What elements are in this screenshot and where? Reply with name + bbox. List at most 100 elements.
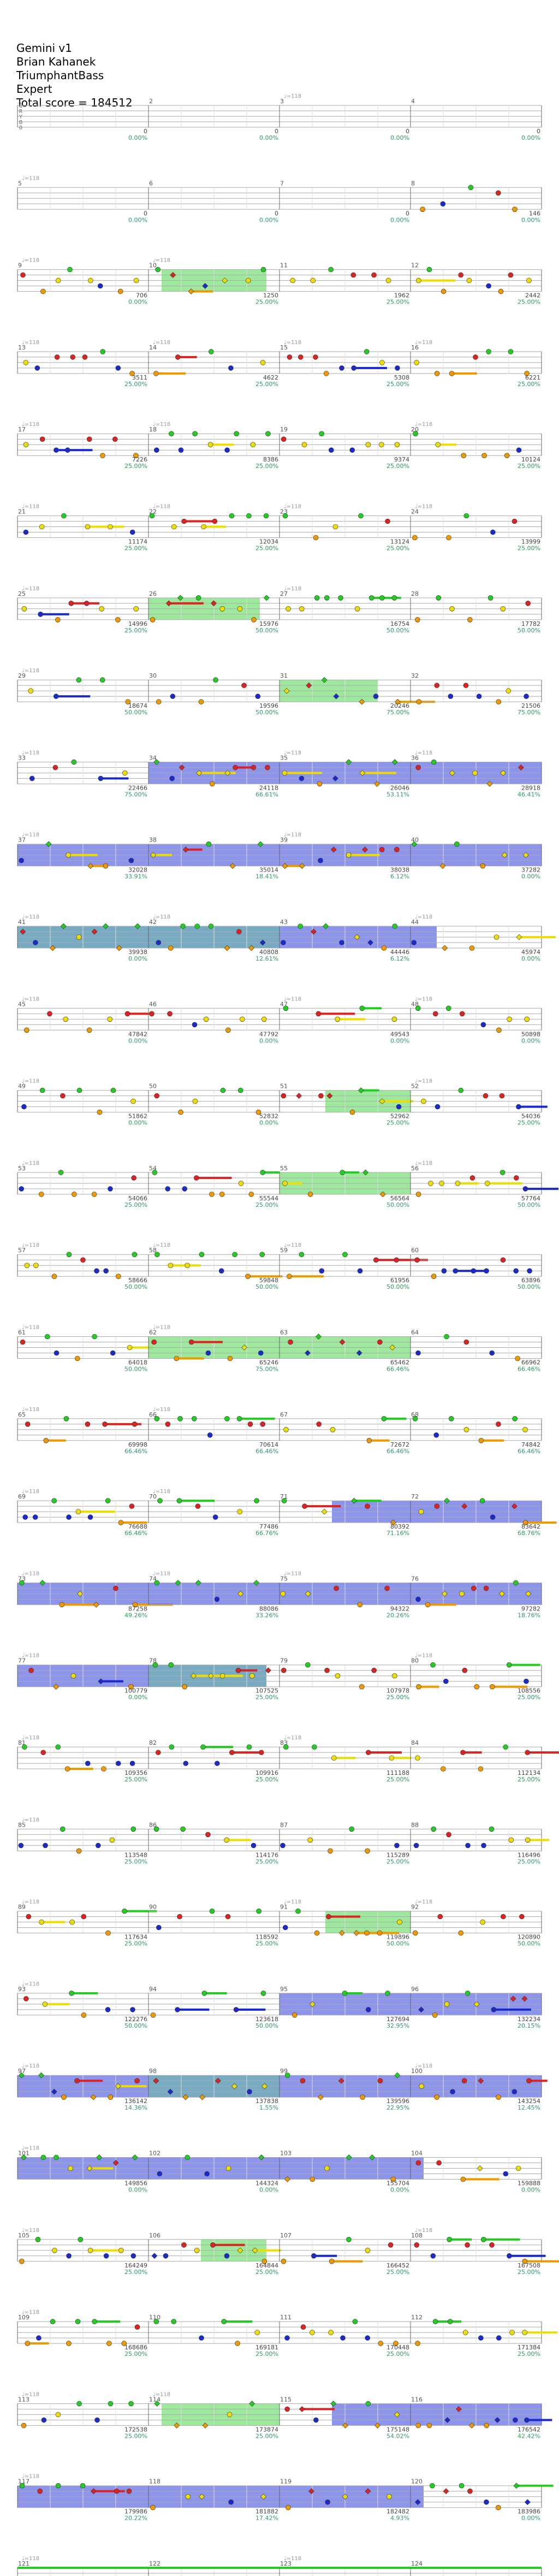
measure-number: 108 [411, 2232, 423, 2239]
star-note [441, 1590, 448, 1597]
measure-number: 27 [280, 590, 288, 597]
measure-score: 114176 [255, 1851, 278, 1858]
note-gem [459, 1011, 465, 1017]
tempo-marker: ♩=118 [415, 914, 432, 920]
measure-percent: 66.46% [518, 1366, 540, 1373]
measure-percent: 25.00% [124, 1940, 147, 1947]
note-gem [525, 1837, 531, 1843]
measure-number: 28 [411, 590, 419, 597]
note-gem [128, 2401, 134, 2407]
note-gem [365, 1848, 370, 1854]
note-gem [467, 2488, 473, 2494]
sustain-tail [493, 2008, 531, 2011]
measure-score: 170448 [386, 2344, 409, 2351]
sustain-tail [449, 2238, 472, 2241]
star-note [362, 846, 368, 853]
measure-number: 35 [280, 754, 288, 761]
note-gem [194, 923, 200, 929]
measure-percent: 25.00% [518, 463, 540, 470]
note-gem [393, 2341, 399, 2346]
note-gem [326, 1914, 331, 1920]
measure-percent: 0.00% [521, 2187, 540, 2194]
note-gem [60, 1093, 66, 1099]
note-gem [310, 2330, 315, 2335]
sustain-tail [525, 2331, 557, 2334]
note-gem [415, 1350, 421, 1356]
note-gem [95, 1843, 101, 1849]
note-gem [302, 1503, 307, 1509]
note-gem [448, 1416, 454, 1422]
note-gem [463, 1339, 469, 1345]
measure-number: 87 [280, 1821, 288, 1828]
note-gem [519, 1914, 525, 1920]
measure-number: 40 [411, 837, 419, 844]
note-gem [209, 1192, 215, 1197]
measure-score: 15976 [259, 620, 278, 627]
note-gem [324, 595, 330, 601]
note-gem [365, 2401, 371, 2407]
note-gem [199, 2335, 204, 2341]
star-note [354, 934, 360, 940]
measure-percent: 25.00% [255, 463, 278, 470]
note-gem [281, 2258, 287, 2264]
note-gem [21, 606, 27, 612]
note-gem [115, 1761, 121, 1766]
note-gem [349, 1826, 354, 1832]
note-gem [110, 1087, 116, 1093]
note-gem [106, 2341, 112, 2346]
measure-number: 46 [149, 1000, 157, 1008]
note-gem [225, 2165, 231, 2171]
measure-number: 44 [411, 919, 419, 926]
note-gem [238, 1181, 244, 1186]
sustain-tail [90, 864, 108, 867]
tempo-marker: ♩=118 [284, 750, 301, 756]
measure-percent: 0.00% [259, 2187, 278, 2194]
note-gem [201, 1991, 207, 1996]
note-gem [311, 2253, 317, 2259]
star-note [60, 923, 67, 929]
note-gem [286, 606, 291, 612]
note-gem [152, 1662, 158, 1668]
note-gem [334, 1585, 339, 1591]
note-gem [40, 2154, 46, 2160]
note-gem [129, 529, 135, 535]
sustain-tail [263, 1171, 280, 1174]
measure-percent: 75.00% [386, 709, 409, 716]
note-gem [215, 1761, 220, 1766]
measure-percent: 0.00% [521, 955, 540, 962]
measure-percent: 25.00% [124, 381, 147, 388]
measure-number: 115 [280, 2396, 292, 2403]
measure-number: 123 [280, 2560, 292, 2567]
measure-score: 100779 [124, 1687, 147, 1695]
star-note [165, 600, 172, 607]
note-gem [359, 1005, 365, 1011]
measure-percent: 25.00% [518, 1120, 540, 1127]
sustain-tail [369, 1439, 390, 1442]
note-gem [178, 447, 184, 453]
measure-percent: 33.26% [255, 1612, 278, 1619]
track-label: R [19, 109, 23, 115]
note-gem [110, 1350, 116, 1356]
measure-number: 50 [149, 1083, 157, 1090]
star-note [359, 698, 365, 705]
tempo-marker: ♩=118 [284, 1899, 301, 1905]
note-gem [26, 1914, 32, 1920]
note-gem [292, 2012, 298, 2018]
note-gem [461, 453, 467, 459]
note-gem [39, 1919, 44, 1925]
measure-number: 42 [149, 919, 157, 926]
measure-number: 32 [411, 672, 419, 679]
tempo-marker: ♩=118 [284, 93, 301, 99]
measure-number: 7 [280, 180, 284, 187]
measure-number: 105 [18, 2232, 29, 2239]
sustain-tail [179, 1500, 215, 1502]
tempo-marker: ♩=118 [22, 750, 39, 756]
note-gem [23, 529, 29, 535]
tempo-marker: ♩=118 [415, 2228, 432, 2234]
note-gem [434, 2094, 439, 2100]
note-gem [255, 1109, 261, 1115]
note-gem [346, 852, 352, 858]
note-gem [151, 1339, 157, 1345]
song-title: Gemini v1 [16, 42, 72, 55]
measure-percent: 25.00% [386, 2350, 409, 2358]
